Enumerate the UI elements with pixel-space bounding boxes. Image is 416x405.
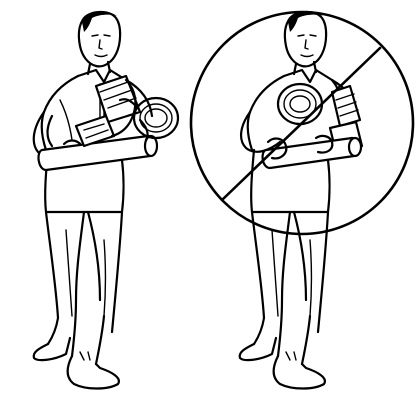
panel-incorrect-carry (191, 11, 413, 388)
person-figure-left (34, 11, 178, 388)
panel-correct-carry (34, 11, 178, 388)
person-figure-right (240, 11, 362, 388)
prohibition-icon (191, 12, 413, 234)
